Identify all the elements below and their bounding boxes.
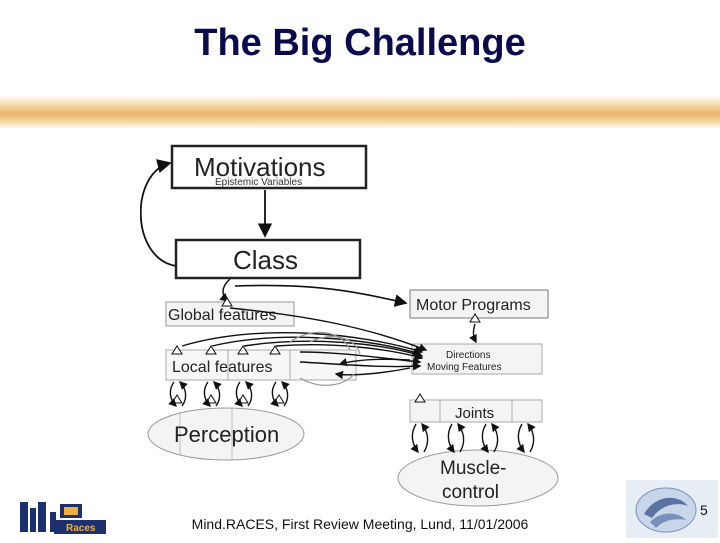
moving-features-label: Moving Features [427,362,501,373]
motor-programs-label: Motor Programs [416,297,531,314]
perception-label: Perception [174,422,279,447]
local-features-node: Local features [165,349,357,381]
perception-links [168,381,290,407]
title-divider-band [0,95,720,129]
directions-label: Directions [446,350,490,361]
motor-programs-node: Motor Programs [409,289,549,319]
local-features-label: Local features [172,359,273,376]
architecture-diagram: Motivations Epistemic Variables Class Mo… [140,144,559,507]
directions-node: Directions Moving Features [411,343,543,375]
mindraces-logo: Races [20,502,106,534]
joints-label: Joints [455,405,494,422]
epistemic-variables-label: Epistemic Variables [215,177,302,188]
muscle-control-node: Muscle- control [397,449,559,507]
motivations-label: Motivations [194,152,326,182]
perception-node: Perception [147,407,305,461]
class-node: Class [174,238,362,280]
page-number: 5 [700,502,708,518]
class-motor-programs-link [234,284,408,307]
class-label: Class [233,245,298,275]
joints-node: Joints [409,399,543,423]
muscle-control-label-1: Muscle- [440,458,507,479]
muscle-links [410,422,536,454]
class-global-link [219,278,231,302]
motivations-node: Motivations Epistemic Variables [170,144,368,190]
global-features-label: Global features [168,307,277,324]
class-to-motivations-arrow [140,159,177,267]
project-badge [626,480,718,538]
logo-text: Races [66,523,96,534]
grey-connectors [289,331,361,386]
dolphin-emblem-icon [635,487,697,533]
muscle-control-label-2: control [442,482,499,503]
slide-title: The Big Challenge [194,22,526,64]
footer-text: Mind.RACES, First Review Meeting, Lund, … [191,516,529,532]
